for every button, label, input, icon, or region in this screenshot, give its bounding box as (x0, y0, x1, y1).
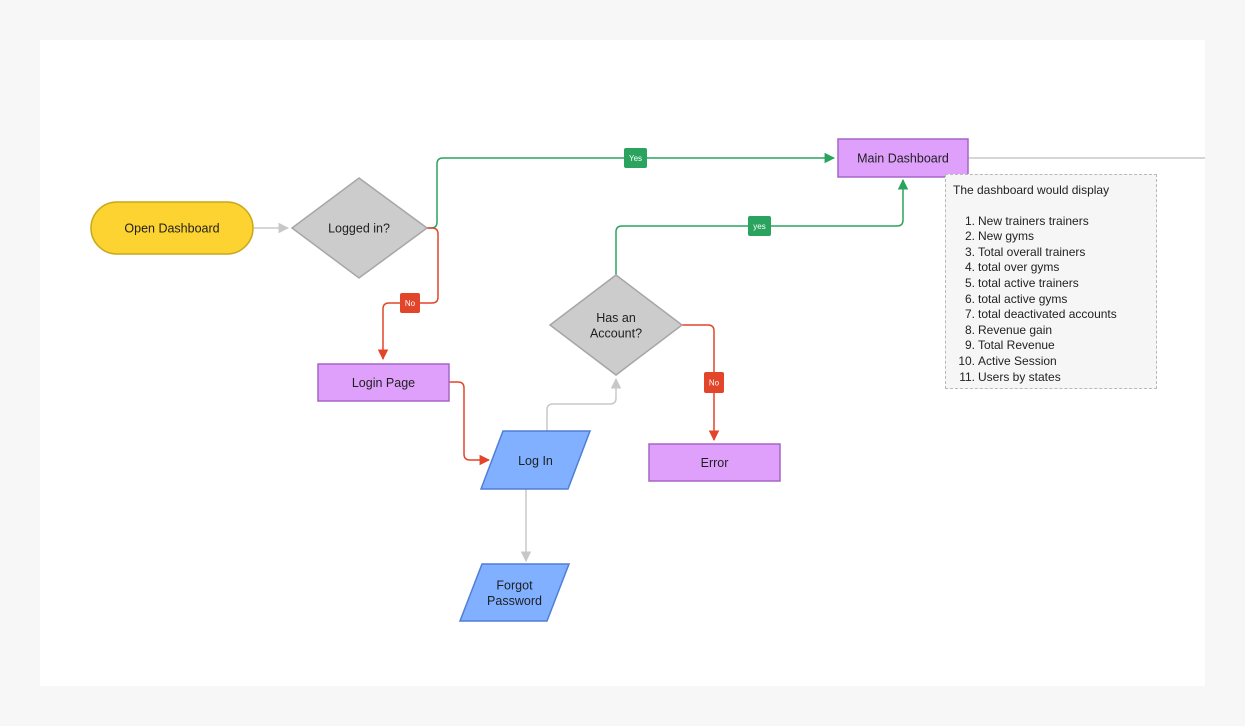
edge-log-in-to-account (546, 377, 622, 431)
tag-logged-yes: Yes (624, 148, 647, 168)
node-log-in[interactable]: Log In (479, 430, 592, 490)
svg-text:Error: Error (701, 456, 729, 470)
svg-text:Forgot: Forgot (496, 579, 533, 593)
list-item: 8.Revenue gain (964, 322, 1053, 337)
edge-account-no (682, 324, 720, 442)
node-logged-in-decision[interactable]: Logged in? (290, 177, 429, 279)
list-item: 4.total over gyms (964, 260, 1060, 275)
list-item: 5.total active trainers (964, 275, 1079, 290)
edge-logged-yes (427, 152, 836, 229)
node-login-page[interactable]: Login Page (317, 363, 450, 402)
dashboard-note: The dashboard would display 1.New traine… (945, 174, 1157, 389)
svg-text:Main Dashboard: Main Dashboard (857, 152, 949, 166)
tag-account-yes: yes (748, 216, 771, 236)
list-item: 10.Active Session (958, 353, 1057, 368)
svg-text:Password: Password (487, 594, 542, 608)
svg-text:Login Page: Login Page (352, 376, 415, 390)
node-has-account-decision[interactable]: Has an Account? (548, 274, 684, 376)
svg-text:Has an: Has an (596, 311, 636, 325)
svg-text:yes: yes (753, 222, 765, 231)
list-item: 6.total active gyms (964, 291, 1068, 306)
tag-logged-no: No (400, 293, 420, 313)
list-item: 11.Users by states (959, 369, 1061, 384)
svg-text:Logged in?: Logged in? (328, 222, 390, 236)
svg-text:Open Dashboard: Open Dashboard (124, 222, 219, 236)
list-item: 1.New trainers trainers (964, 213, 1089, 228)
edge-login-page-to-log-in (449, 381, 491, 466)
list-item: 2.New gyms (964, 229, 1035, 244)
list-item: 9.Total Revenue (964, 338, 1055, 353)
svg-text:No: No (709, 379, 720, 388)
svg-text:No: No (405, 299, 416, 308)
list-item: 3.Total overall trainers (964, 244, 1086, 259)
node-forgot-password[interactable]: Forgot Password (458, 563, 571, 622)
note-list: 1.New trainers trainers 2.New gyms 3.Tot… (953, 214, 1150, 386)
svg-text:Log In: Log In (518, 454, 553, 468)
node-error[interactable]: Error (648, 443, 781, 482)
edge-logged-no (377, 227, 439, 361)
svg-text:Yes: Yes (629, 154, 642, 163)
tag-account-no: No (704, 372, 724, 393)
note-title: The dashboard would display (953, 183, 1110, 197)
node-open-dashboard[interactable]: Open Dashboard (90, 201, 254, 255)
node-main-dashboard[interactable]: Main Dashboard (837, 138, 969, 178)
list-item: 7.total deactivated accounts (964, 307, 1117, 322)
svg-text:Account?: Account? (590, 327, 642, 341)
